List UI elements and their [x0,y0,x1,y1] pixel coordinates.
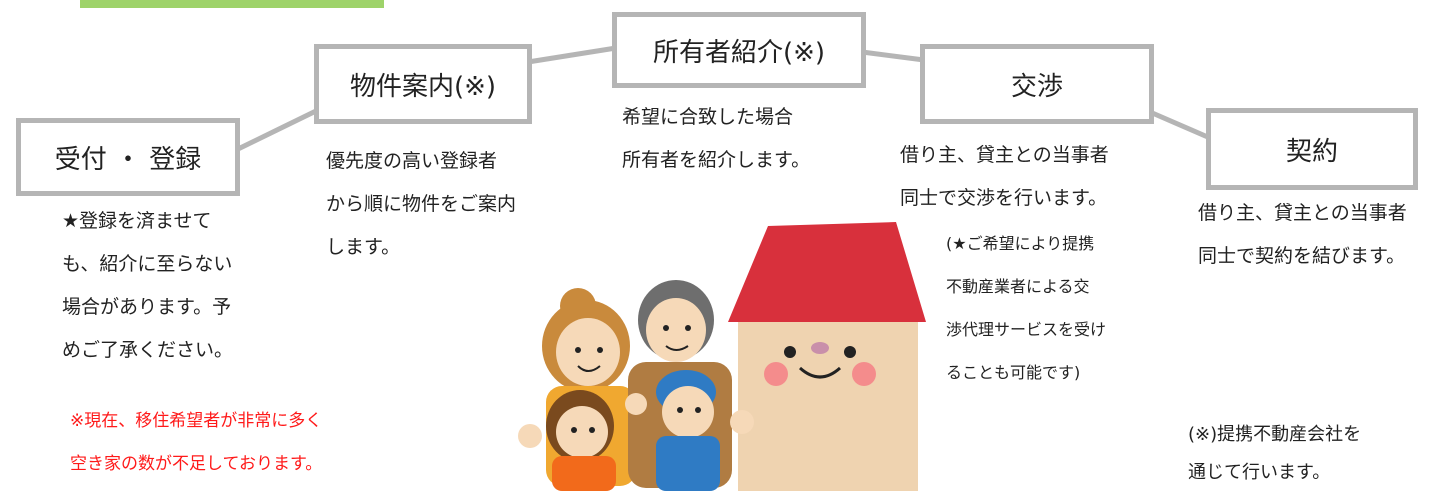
partner-footnote: (※)提携不動産会社を 通じて行います。 [1188,416,1361,492]
description-line: も、紹介に至らない [62,253,233,275]
contract-description: 借り主、貸主との当事者 同士で契約を結びます。 [1198,192,1407,278]
step-label: 交渉 [1010,71,1063,102]
description-line: 場合があります。予 [62,296,232,318]
description-line: ★登録を済ませて [62,210,212,232]
footnote-line: (※)提携不動産会社を [1188,424,1362,445]
description-line: から順に物件をご案内 [326,193,517,215]
introduction-description: 希望に合致した場合 所有者を紹介します。 [622,96,810,182]
notice-line: ※現在、移住希望者が非常に多く [70,411,323,431]
registration-description: ★登録を済ませて も、紹介に至らない 場合があります。予 めご了承ください。 [62,200,233,372]
description-line: 借り主、貸主との当事者 [1198,202,1407,224]
shortage-notice: ※現在、移住希望者が非常に多く 空き家の数が不足しております。 [70,400,322,486]
smiling-house-icon [728,222,926,491]
footnote-line: 通じて行います。 [1188,462,1331,483]
notice-line: 空き家の数が不足しております。 [70,454,323,474]
description-line: 同士で契約を結びます。 [1198,245,1406,267]
step-label: 物件案内(※) [349,71,497,102]
negotiation-note: (★ご希望により提携 不動産業者による交 渉代理サービスを受け ることも可能です… [946,222,1106,394]
description-line: 渉代理サービスを受け [946,320,1107,339]
description-line: めご了承ください。 [62,339,234,361]
description-line: (★ご希望により提携 [946,234,1095,253]
step-registration: 受付 ・ 登録 [16,118,240,196]
description-line: します。 [326,236,401,258]
step-contract: 契約 [1206,108,1418,190]
step-property-guidance: 物件案内(※) [314,44,532,124]
step-label: 所有者紹介(※) [652,37,826,68]
step-negotiation: 交渉 [920,44,1154,124]
accent-bar [80,0,384,8]
family-icon [518,280,754,491]
negotiation-description: 借り主、貸主との当事者 同士で交渉を行います。 [900,134,1109,220]
description-line: 希望に合致した場合 [622,106,794,128]
step-label: 契約 [1285,136,1338,167]
description-line: 優先度の高い登録者 [326,150,498,172]
description-line: 所有者を紹介します。 [622,149,811,171]
guidance-description: 優先度の高い登録者 から順に物件をご案内 します。 [326,140,516,269]
description-line: 同士で交渉を行います。 [900,187,1108,209]
description-line: 借り主、貸主との当事者 [900,144,1109,166]
description-line: ることも可能です) [946,363,1081,382]
step-label: 受付 ・ 登録 [54,144,202,175]
description-line: 不動産業者による交 [946,277,1090,296]
step-owner-introduction: 所有者紹介(※) [612,12,866,88]
